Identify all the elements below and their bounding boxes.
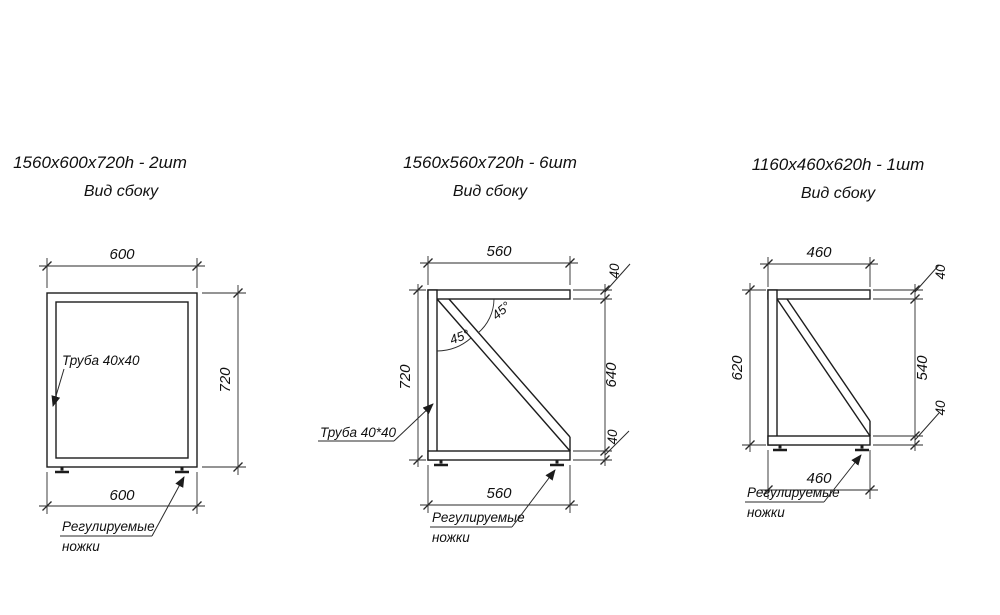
- figure3-dim-right-value: 540: [914, 355, 931, 381]
- figure1-title: 1560x600x720h - 2шт: [13, 153, 187, 172]
- figure3-dim-left: 620: [729, 283, 766, 452]
- figure1-dim-top-value: 600: [109, 246, 135, 263]
- figure2-frame: [427, 289, 571, 461]
- figure1-subtitle: Вид сбоку: [84, 183, 159, 200]
- figure1-feet-label-line1: Регулируемые: [62, 519, 155, 534]
- figure1-dim-right: 720: [202, 285, 246, 475]
- figure3-feet-label-line1: Регулируемые: [747, 485, 840, 500]
- figure3-dim-top-value: 460: [806, 244, 832, 261]
- figure2-angle1: 45°: [489, 298, 514, 322]
- figure2-feet-label-line1: Регулируемые: [432, 510, 525, 525]
- figure-frame-600x720: 1560x600x720h - 2шт Вид сбоку 600: [13, 153, 246, 554]
- figure2-dim-bottom: 560: [420, 465, 578, 513]
- figure-frame-560x720: 1560x560x720h - 6шт Вид сбоку 45° 45°: [318, 153, 631, 545]
- figure3-feet: [771, 443, 871, 452]
- figure1-feet-callout: Регулируемые ножки: [60, 476, 185, 554]
- figure2-tube-callout: Труба 40*40: [318, 403, 434, 442]
- figure2-feet: [432, 458, 566, 467]
- figure-frame-460x620: 1160x460x620h - 1шт Вид сбоку 460: [729, 155, 948, 520]
- figure3-feet-label-line2: ножки: [747, 505, 785, 520]
- figure2-dim-top-right-value: 40: [607, 263, 622, 279]
- figure2-dim-bottom-value: 560: [486, 485, 512, 502]
- figure2-feet-label-line2: ножки: [432, 530, 470, 545]
- figure1-dim-right-value: 720: [217, 367, 234, 393]
- figure2-feet-callout: Регулируемые ножки: [430, 469, 556, 545]
- figure1-dim-top: 600: [39, 246, 205, 288]
- figure3-title: 1160x460x620h - 1шт: [752, 155, 925, 174]
- figure3-frame: [767, 289, 871, 446]
- figure2-dim-bottom-right-value: 40: [605, 429, 620, 445]
- figure2-dim-top: 560: [420, 243, 578, 285]
- figure2-tube-label: Труба 40*40: [320, 425, 397, 440]
- figure2-dim-left: 720: [397, 284, 426, 467]
- figure1-tube-label: Труба 40x40: [62, 353, 140, 368]
- figure2-dim-right-value: 640: [603, 362, 620, 388]
- figure1-dim-bottom: 600: [39, 472, 205, 514]
- figure3-dim-left-value: 620: [729, 355, 746, 381]
- figure3-subtitle: Вид сбоку: [801, 185, 876, 202]
- figure3-dim-top-right-value: 40: [933, 264, 948, 280]
- figure3-feet-callout: Регулируемые ножки: [745, 454, 862, 520]
- figure3-dim-bottom: 460: [760, 450, 878, 499]
- figure1-dim-bottom-value: 600: [109, 487, 135, 504]
- figure1-feet-label-line2: ножки: [62, 539, 100, 554]
- figure3-dim-bottom-value: 460: [806, 470, 832, 487]
- figure1-frame: [46, 292, 198, 468]
- figure3-dim-top: 460: [760, 244, 878, 287]
- figure2-subtitle: Вид сбоку: [453, 183, 528, 200]
- figure2-dim-top-value: 560: [486, 243, 512, 260]
- figure3-dim-bottom-right-value: 40: [933, 400, 948, 416]
- figure2-angle2: 45°: [448, 326, 472, 347]
- figure3-dim-right: 40 540 40: [873, 264, 948, 451]
- figure2-title: 1560x560x720h - 6шт: [403, 153, 577, 172]
- figure2-dim-right: 40 640 40: [573, 263, 631, 466]
- figure2-dim-left-value: 720: [397, 364, 414, 390]
- figure1-feet: [53, 465, 191, 474]
- figure1-tube-callout: Труба 40x40: [51, 353, 140, 407]
